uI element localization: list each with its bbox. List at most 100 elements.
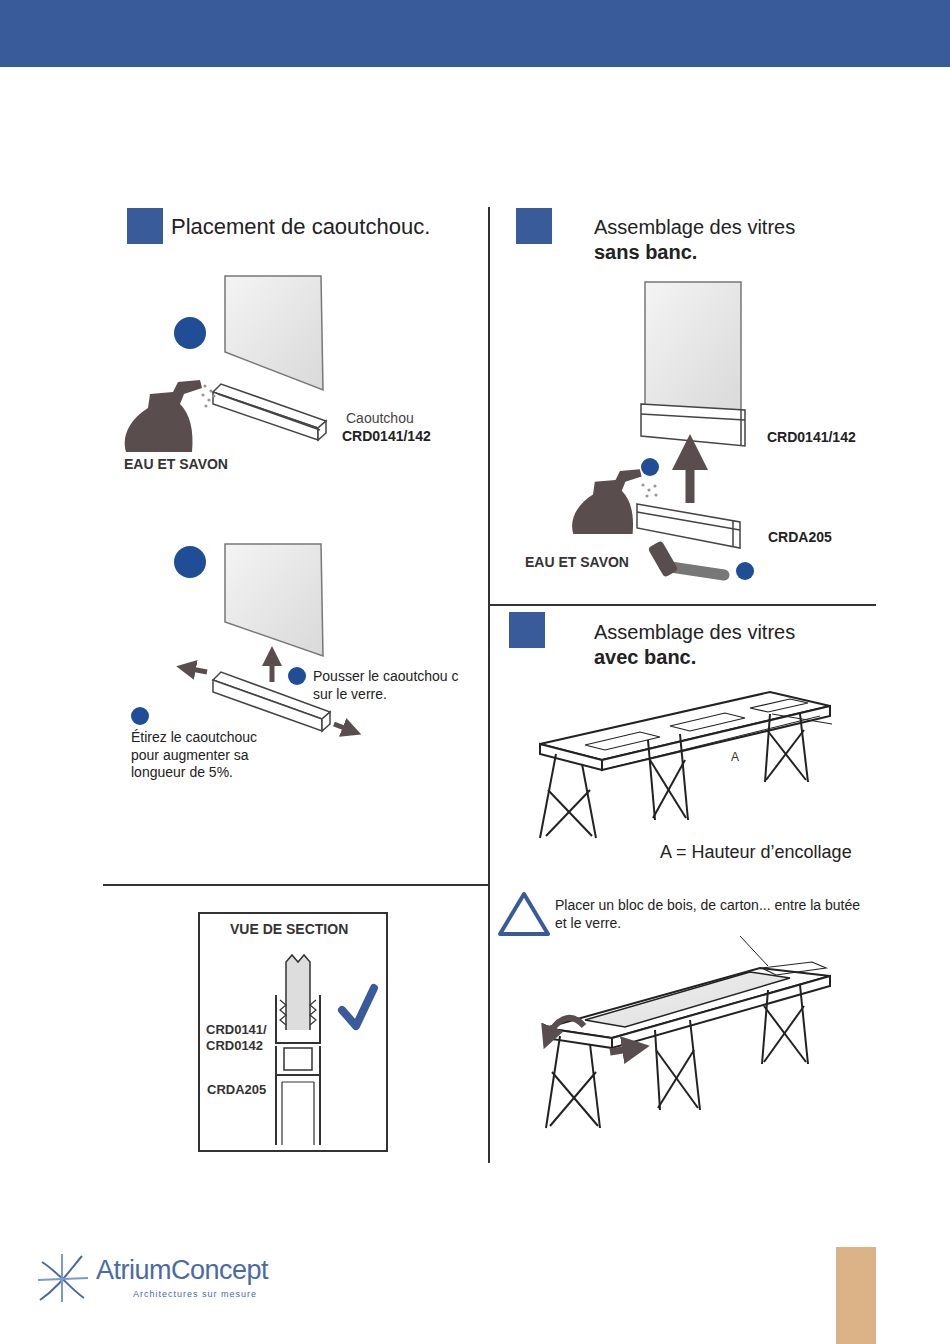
part-label: CRDA205 (768, 529, 832, 547)
drawing-part (732, 521, 734, 546)
section-view-box: VUE DE SECTION CRD0141/ CRD0142CRDA205 (198, 912, 388, 1152)
step-dot (288, 667, 306, 685)
drawing-part (740, 410, 742, 446)
section-heading: Placement de caoutchouc. (127, 206, 467, 248)
drawing-part (800, 985, 808, 1064)
spray-bottle-1 (125, 380, 202, 452)
drawing-part (572, 469, 641, 534)
drawing-part (590, 1044, 600, 1128)
workbench-1 (540, 692, 830, 838)
drawing-part (488, 207, 490, 1163)
part-label: A = Hauteur d’encollage (660, 841, 852, 864)
drawing-part (762, 990, 768, 1064)
drawing-part (546, 790, 590, 836)
heading-square (127, 208, 163, 244)
logo-star (38, 1254, 88, 1302)
drawing-part (800, 714, 808, 782)
workbench-2 (545, 962, 830, 1128)
drawing-part (212, 394, 215, 397)
step-dot (131, 707, 149, 725)
drawing-part (650, 760, 686, 818)
drawing-part (645, 494, 648, 497)
rubber-profile-1 (213, 384, 326, 440)
part-label: EAU ET SAVON (124, 456, 228, 474)
spray-dots-1 (201, 384, 215, 407)
stretch-arrow (334, 724, 352, 731)
drawing-part (648, 740, 655, 820)
part-label: AtriumConcept (96, 1254, 268, 1288)
section-heading: Assemblage des vitressans banc. (516, 206, 866, 271)
stretch-arrow (186, 668, 207, 672)
dividers (103, 207, 876, 1163)
drawing-part (125, 380, 202, 452)
drawing-part (765, 714, 770, 782)
drawing-part (641, 483, 644, 486)
heading-text: VUE DE SECTION (230, 921, 348, 939)
assembly-arrow (686, 452, 695, 503)
part-label: CRD0141/142 (342, 428, 431, 446)
page-tab (836, 1247, 876, 1344)
drawing-part (38, 1278, 88, 1280)
drawing-part (641, 414, 745, 420)
drawing-part (653, 760, 685, 818)
step-dot (736, 562, 754, 580)
drawing-part (103, 884, 489, 886)
part-label: Architectures sur mesure (133, 1289, 257, 1300)
part-label: Caoutchou (346, 410, 414, 428)
tilt-arrow (548, 1018, 584, 1038)
body-text: CRD0141/ CRD0142 (206, 1022, 278, 1055)
drawing-part (490, 604, 876, 606)
drawing-part (213, 680, 322, 731)
block-leader (740, 936, 768, 966)
crda205-profile (637, 504, 740, 548)
drawing-part (610, 716, 820, 768)
drawing-part (585, 972, 790, 1027)
drawing-part (766, 730, 804, 780)
drawing-part (655, 1030, 660, 1110)
drawing-part (615, 484, 620, 497)
check-mark (342, 988, 374, 1026)
glass-pane-1 (225, 276, 323, 390)
rubber-on-glass (641, 404, 745, 446)
drawing-part (286, 955, 310, 1030)
drawing-part (209, 389, 212, 392)
body-text: CRDA205 (207, 1082, 266, 1098)
drawing-part (653, 484, 656, 487)
spray-dots-2 (641, 483, 657, 497)
drawing-part (654, 493, 657, 496)
drawing-part (548, 790, 592, 836)
drawing-part (207, 398, 210, 401)
drawing-part (500, 894, 548, 934)
drawing-part (545, 1028, 612, 1048)
drawing-part (225, 276, 323, 390)
part-label: EAU ET SAVON (525, 554, 629, 572)
drawing-part (750, 699, 808, 712)
heading-square (509, 612, 545, 648)
drawing-part (276, 995, 320, 1043)
warning-note: Placer un bloc de bois, de carton... ent… (497, 888, 875, 940)
drawing-part (218, 394, 320, 430)
spray-bottle-2 (572, 469, 641, 534)
section-heading: Assemblage des vitresavec banc. (509, 612, 864, 676)
drawing-part (284, 1048, 312, 1070)
drawing-part (276, 1046, 320, 1145)
warning-triangle (497, 890, 551, 938)
drawing-part (680, 734, 688, 820)
part-label: CRD0141/142 (767, 429, 856, 447)
drawing-part (767, 730, 806, 780)
body-text: Placer un bloc de bois, de carton... ent… (555, 897, 871, 932)
part-label: Pousser le caoutchou c sur le verre. (313, 668, 473, 703)
glass-pane-3 (645, 282, 741, 414)
drawing-part (546, 1036, 560, 1128)
drawing-part (310, 1000, 316, 1025)
drawing-part (203, 384, 206, 387)
step-dot (174, 317, 206, 349)
heading-square (516, 208, 552, 244)
drawing-part (658, 1050, 694, 1108)
step-dot (174, 546, 206, 578)
top-band (0, 0, 950, 67)
drawing-part (602, 706, 830, 770)
drawing-part (282, 1082, 314, 1145)
drawing-part (670, 713, 745, 731)
